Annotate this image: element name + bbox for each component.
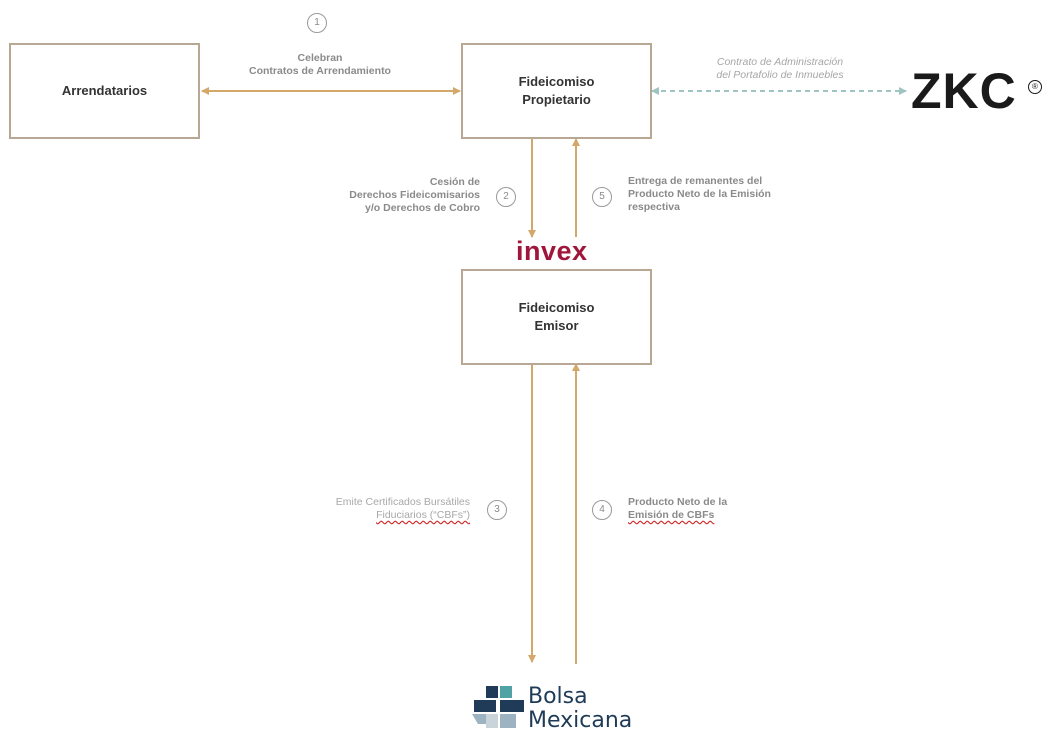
step-4-label: Producto Neto de la Emisión de CBFs — [628, 496, 828, 522]
step-1-line1: Celebran — [297, 52, 343, 64]
step-5-badge: 5 — [592, 187, 612, 207]
step-4-line1: Producto Neto de la — [628, 496, 728, 508]
step-1-badge: 1 — [307, 13, 327, 33]
zkc-logo: ZKC — [911, 63, 1017, 119]
step-5-line2: Producto Neto de la Emisión — [628, 188, 771, 200]
step-2-line2: Derechos Fideicomisarios — [349, 189, 480, 201]
step-1-line2: Contratos de Arrendamiento — [249, 65, 391, 77]
emisor-label-line2: Emisor — [534, 318, 579, 333]
step-4-line2-text: Emisión de CBFs — [628, 509, 715, 521]
step-3-badge: 3 — [487, 500, 507, 520]
step-1-label: Celebran Contratos de Arrendamiento — [225, 52, 415, 78]
registered-mark-icon: ® — [1028, 80, 1042, 94]
step-5-line3: respectiva — [628, 201, 680, 213]
bmv-logo-text: Bolsa Mexicana — [528, 685, 632, 733]
step-5-line1: Entrega de remanentes del — [628, 175, 763, 187]
admin-contract-label: Contrato de Administración del Portafoli… — [680, 56, 880, 82]
bmv-logo-line1: Bolsa — [528, 684, 588, 709]
arrendatarios-box: Arrendatarios — [9, 43, 200, 139]
step-2-label: Cesión de Derechos Fideicomisarios y/o D… — [300, 176, 480, 215]
step-3-line2-text: Fiduciarios (“CBFs”) — [376, 509, 470, 521]
admin-contract-line2: del Portafolio de Inmuebles — [716, 69, 844, 81]
propietario-label-line1: Fideicomiso — [518, 74, 595, 89]
step-5-label: Entrega de remanentes del Producto Neto … — [628, 175, 828, 214]
arrendatarios-label: Arrendatarios — [61, 83, 148, 98]
admin-contract-line1: Contrato de Administración — [716, 56, 844, 68]
step-2-line3: y/o Derechos de Cobro — [365, 202, 480, 214]
propietario-label-line2: Propietario — [522, 92, 591, 107]
step-3-line2: Fiduciarios (“CBFs”) — [270, 509, 470, 522]
step-4-line2: Emisión de CBFs — [628, 509, 828, 522]
step-4-badge: 4 — [592, 500, 612, 520]
fideicomiso-propietario-box: Fideicomiso Propietario — [461, 43, 652, 139]
step-3-label: Emite Certificados Bursátiles Fiduciario… — [270, 496, 470, 522]
bmv-logo-icon — [472, 686, 524, 728]
step-3-line1: Emite Certificados Bursátiles — [335, 496, 470, 508]
bmv-logo-line2: Mexicana — [528, 708, 633, 733]
fideicomiso-emisor-box: Fideicomiso Emisor — [461, 269, 652, 365]
emisor-label-line1: Fideicomiso — [518, 300, 595, 315]
step-2-line1: Cesión de — [429, 176, 480, 188]
invex-logo: invex — [516, 236, 588, 266]
step-2-badge: 2 — [496, 187, 516, 207]
